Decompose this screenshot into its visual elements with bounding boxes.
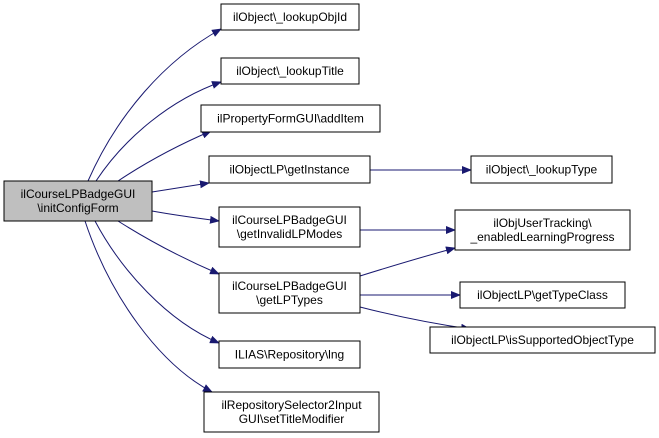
edge-getLPTypes-to-enabledLP bbox=[359, 246, 456, 277]
edge-root-to-lng bbox=[94, 220, 220, 344]
node-box bbox=[220, 57, 360, 85]
node-getTypeClass[interactable]: ilObjectLP\getTypeClass bbox=[459, 281, 626, 309]
edge-root-to-setTitleModifier bbox=[84, 220, 213, 393]
node-label: ilObjectLP\isSupportedObjectType bbox=[451, 333, 634, 347]
node-label: _enabledLearningProgress bbox=[469, 230, 614, 244]
node-getInvalidLPModes[interactable]: ilCourseLPBadgeGUI\getInvalidLPModes bbox=[218, 206, 361, 248]
node-label: \getInvalidLPModes bbox=[237, 227, 342, 241]
node-box bbox=[220, 3, 360, 31]
node-box bbox=[218, 206, 361, 248]
node-label: ilObjectLP\getInstance bbox=[229, 163, 349, 177]
node-enabledLP[interactable]: ilObjUserTracking\_enabledLearningProgre… bbox=[454, 209, 631, 251]
node-label: ILIAS\Repository\lng bbox=[235, 348, 344, 362]
node-label: ilCourseLPBadgeGUI bbox=[232, 279, 347, 293]
node-box bbox=[429, 326, 656, 354]
node-label: ilPropertyFormGUI\addItem bbox=[217, 112, 364, 126]
node-getLPTypes[interactable]: ilCourseLPBadgeGUI\getLPTypes bbox=[218, 272, 361, 314]
node-getInstance[interactable]: ilObjectLP\getInstance bbox=[208, 155, 371, 184]
edge-root-to-getInvalidLPModes bbox=[151, 210, 220, 224]
node-label: ilCourseLPBadgeGUI bbox=[232, 213, 347, 227]
node-box bbox=[208, 155, 371, 184]
node-box bbox=[203, 391, 380, 433]
edge-root-to-lookupTitle bbox=[95, 81, 222, 182]
node-lookupTitle[interactable]: ilObject\_lookupTitle bbox=[220, 57, 360, 85]
edge-getLPTypes-to-isSupported bbox=[359, 306, 471, 332]
node-box bbox=[470, 155, 613, 184]
node-label: \getLPTypes bbox=[256, 293, 323, 307]
edge-root-to-lookupObjId bbox=[87, 28, 222, 182]
node-box bbox=[218, 272, 361, 314]
node-label: ilCourseLPBadgeGUI bbox=[21, 187, 136, 201]
node-lookupObjId[interactable]: ilObject\_lookupObjId bbox=[220, 3, 360, 31]
node-label: ilObjUserTracking\ bbox=[493, 216, 592, 230]
nodes-layer: ilCourseLPBadgeGUI\initConfigFormilObjec… bbox=[3, 3, 656, 433]
node-box bbox=[459, 281, 626, 309]
edge-root-to-addItem bbox=[117, 130, 212, 182]
node-lng[interactable]: ILIAS\Repository\lng bbox=[218, 340, 361, 369]
node-box bbox=[218, 340, 361, 369]
node-label: GUI\setTitleModifier bbox=[239, 412, 345, 426]
node-box bbox=[454, 209, 631, 251]
node-lookupType[interactable]: ilObject\_lookupType bbox=[470, 155, 613, 184]
node-label: ilObject\_lookupType bbox=[486, 163, 598, 177]
node-label: \initConfigForm bbox=[37, 201, 118, 215]
node-label: ilRepositorySelector2Input bbox=[221, 398, 362, 412]
node-label: ilObject\_lookupObjId bbox=[233, 10, 347, 24]
edge-root-to-getInstance bbox=[151, 180, 210, 193]
node-isSupported[interactable]: ilObjectLP\isSupportedObjectType bbox=[429, 326, 656, 354]
node-root[interactable]: ilCourseLPBadgeGUI\initConfigForm bbox=[3, 180, 153, 222]
node-label: ilObject\_lookupTitle bbox=[236, 64, 344, 78]
node-label: ilObjectLP\getTypeClass bbox=[477, 288, 608, 302]
node-box bbox=[200, 104, 381, 133]
node-addItem[interactable]: ilPropertyFormGUI\addItem bbox=[200, 104, 381, 133]
edge-root-to-getLPTypes bbox=[117, 220, 220, 275]
node-box bbox=[3, 180, 153, 222]
node-setTitleModifier[interactable]: ilRepositorySelector2InputGUI\setTitleMo… bbox=[203, 391, 380, 433]
